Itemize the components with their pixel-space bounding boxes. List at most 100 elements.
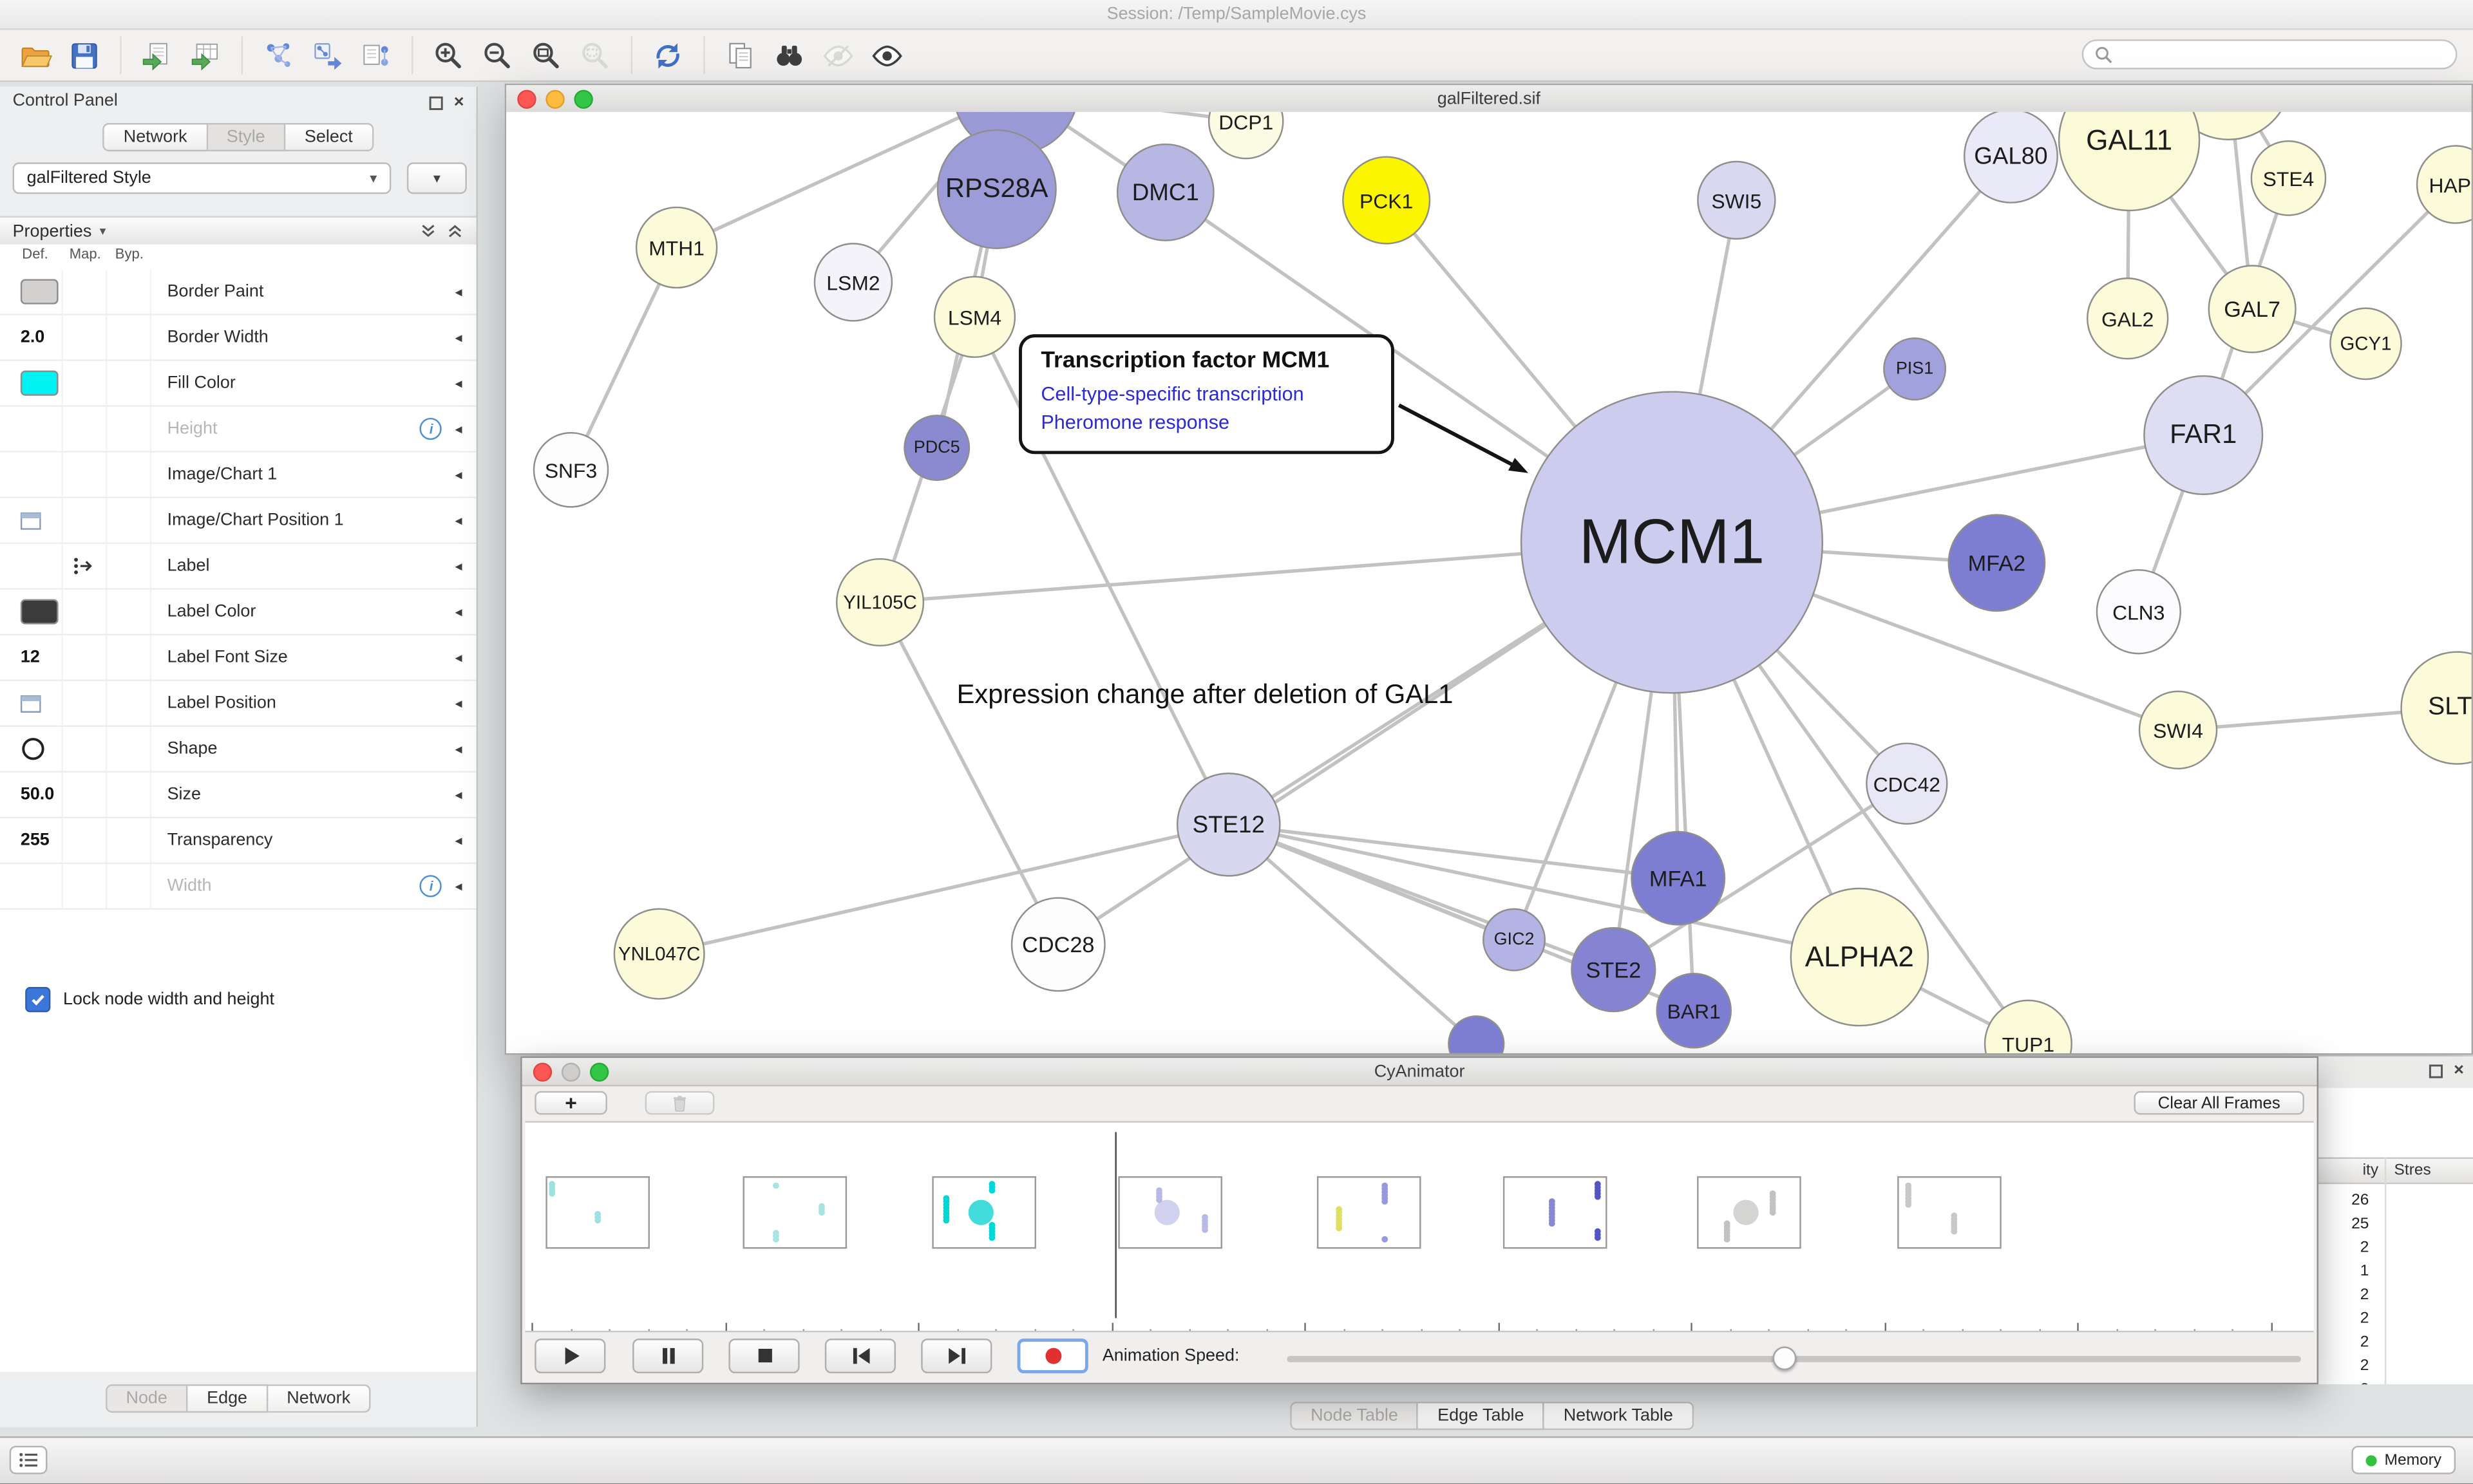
property-row-image-chart-position-1[interactable]: Image/Chart Position 1◂ (0, 498, 477, 544)
expand-all-icon[interactable] (446, 222, 464, 240)
node-snf3[interactable]: SNF3 (533, 432, 609, 508)
bypass-cell[interactable] (108, 589, 152, 634)
edge-cdc28-yil105c[interactable] (878, 601, 1060, 946)
tab-node[interactable]: Node (105, 1384, 188, 1413)
table-cell-value[interactable]: 2 (2360, 1239, 2369, 1257)
expand-arrow-icon[interactable]: ◂ (455, 420, 462, 437)
node-pis1[interactable]: PIS1 (1883, 337, 1947, 401)
bypass-cell[interactable] (108, 361, 152, 406)
property-row-label[interactable]: Label◂ (0, 543, 477, 590)
import-network-db-button[interactable] (254, 35, 303, 76)
zoom-fit-button[interactable] (522, 35, 571, 76)
record-button[interactable] (1017, 1338, 1088, 1374)
style-options-button[interactable]: ▾ (406, 162, 467, 194)
mapping-cell[interactable] (63, 452, 108, 497)
mapping-cell[interactable] (63, 315, 108, 360)
edge-ste12-mfa1[interactable] (1228, 823, 1679, 880)
edge-cdc42-ste2[interactable] (1612, 782, 1908, 972)
expand-arrow-icon[interactable]: ◂ (455, 648, 462, 665)
bypass-cell[interactable] (108, 269, 152, 314)
table-cell-value[interactable]: 2 (2318, 1378, 2385, 1384)
property-row-label-position[interactable]: Label Position◂ (0, 681, 477, 727)
default-value-cell[interactable] (0, 406, 63, 451)
open-session-button[interactable] (11, 35, 60, 76)
node-hap4[interactable]: HAP4 (2416, 145, 2472, 224)
animation-frame-1[interactable] (545, 1176, 650, 1249)
mapping-cell[interactable] (63, 498, 108, 543)
expand-arrow-icon[interactable]: ◂ (455, 374, 462, 391)
animation-timeline[interactable]: 0123456789 Seconds (525, 1121, 2314, 1333)
bypass-cell[interactable] (108, 818, 152, 863)
table-cell-value[interactable]: 25 (2351, 1216, 2369, 1234)
edge-ntop-dcp1[interactable] (1016, 111, 1247, 124)
search-box[interactable] (2081, 39, 2458, 70)
stop-button[interactable] (728, 1338, 800, 1374)
node-gic2[interactable]: GIC2 (1483, 908, 1546, 972)
float-panel-icon[interactable] (2426, 1061, 2445, 1080)
node-ste4[interactable]: STE4 (2250, 140, 2327, 216)
play-button[interactable] (535, 1338, 606, 1374)
default-value-cell[interactable] (0, 543, 63, 588)
node-rps28a[interactable]: RPS28A (936, 129, 1057, 249)
node-lsm2[interactable]: LSM2 (813, 243, 893, 322)
default-value-cell[interactable] (0, 452, 63, 497)
current-style-dropdown[interactable]: galFiltered Style ▾ (12, 162, 392, 194)
close-window-icon[interactable] (517, 89, 536, 108)
expand-arrow-icon[interactable]: ◂ (455, 328, 462, 345)
tab-edge[interactable]: Edge (187, 1384, 268, 1413)
network-window-titlebar[interactable]: galFiltered.sif (506, 85, 2472, 114)
show-all-button[interactable] (863, 35, 912, 76)
table-cell-value[interactable]: 1 (2360, 1263, 2369, 1281)
node-gal2[interactable]: GAL2 (2087, 277, 2169, 360)
zoom-selected-button[interactable] (571, 35, 620, 76)
mapping-cell[interactable] (63, 773, 108, 817)
node-swi4[interactable]: SWI4 (2138, 690, 2218, 770)
node-lsm4[interactable]: LSM4 (933, 276, 1016, 358)
mapping-cell[interactable] (63, 269, 108, 314)
table-cell-value[interactable]: 26 (2351, 1192, 2369, 1210)
node-alpha2[interactable]: ALPHA2 (1790, 887, 1929, 1027)
table-cell-value[interactable]: 2 (2360, 1310, 2369, 1328)
float-panel-icon[interactable] (426, 93, 444, 111)
timeline-playhead[interactable] (1114, 1132, 1116, 1319)
expand-arrow-icon[interactable]: ◂ (455, 694, 462, 711)
bypass-cell[interactable] (108, 406, 152, 451)
close-panel-icon[interactable]: × (453, 93, 464, 112)
default-value-cell[interactable] (0, 361, 63, 406)
edge-ste12-alpha2[interactable] (1228, 823, 1860, 959)
new-network-button[interactable] (303, 35, 352, 76)
default-value-cell[interactable] (0, 726, 63, 771)
mapping-cell[interactable] (63, 543, 108, 588)
zoom-window-icon[interactable] (589, 1062, 609, 1081)
collapse-all-icon[interactable] (419, 222, 437, 240)
node-bar1[interactable]: BAR1 (1656, 973, 1732, 1049)
expand-arrow-icon[interactable]: ◂ (455, 831, 462, 848)
node-cdc28[interactable]: CDC28 (1010, 897, 1106, 992)
default-value-cell[interactable]: 2.0 (0, 315, 63, 360)
search-input[interactable] (2113, 43, 2445, 66)
node-gcy1[interactable]: GCY1 (2329, 307, 2402, 380)
node-gal7[interactable]: GAL7 (2208, 265, 2297, 353)
tab-node-table[interactable]: Node Table (1290, 1402, 1419, 1431)
tab-edge-table[interactable]: Edge Table (1418, 1402, 1545, 1431)
table-column-headers[interactable]: ity Stres (2318, 1157, 2473, 1185)
export-network-button[interactable] (352, 35, 401, 76)
bypass-cell[interactable] (108, 498, 152, 543)
clear-all-frames-button[interactable]: Clear All Frames (2134, 1091, 2304, 1115)
bypass-cell[interactable] (108, 773, 152, 817)
node-ste12[interactable]: STE12 (1176, 773, 1281, 877)
bypass-cell[interactable] (108, 681, 152, 726)
hide-selected-button[interactable] (814, 35, 863, 76)
pause-button[interactable] (632, 1338, 704, 1374)
annotation-link[interactable]: Cell-type-specific transcription (1041, 383, 1304, 406)
find-button[interactable] (765, 35, 814, 76)
default-value-cell[interactable] (0, 681, 63, 726)
node-gal80[interactable]: GAL80 (1963, 111, 2058, 203)
properties-section-header[interactable]: Properties ▾ (0, 216, 477, 247)
lock-size-checkbox[interactable] (25, 987, 51, 1013)
show-panels-button[interactable] (9, 1445, 48, 1474)
edge-ste12-lsm4[interactable] (973, 316, 1231, 826)
property-row-fill-color[interactable]: Fill Color◂ (0, 361, 477, 407)
animation-frame-8[interactable] (1897, 1176, 2002, 1249)
